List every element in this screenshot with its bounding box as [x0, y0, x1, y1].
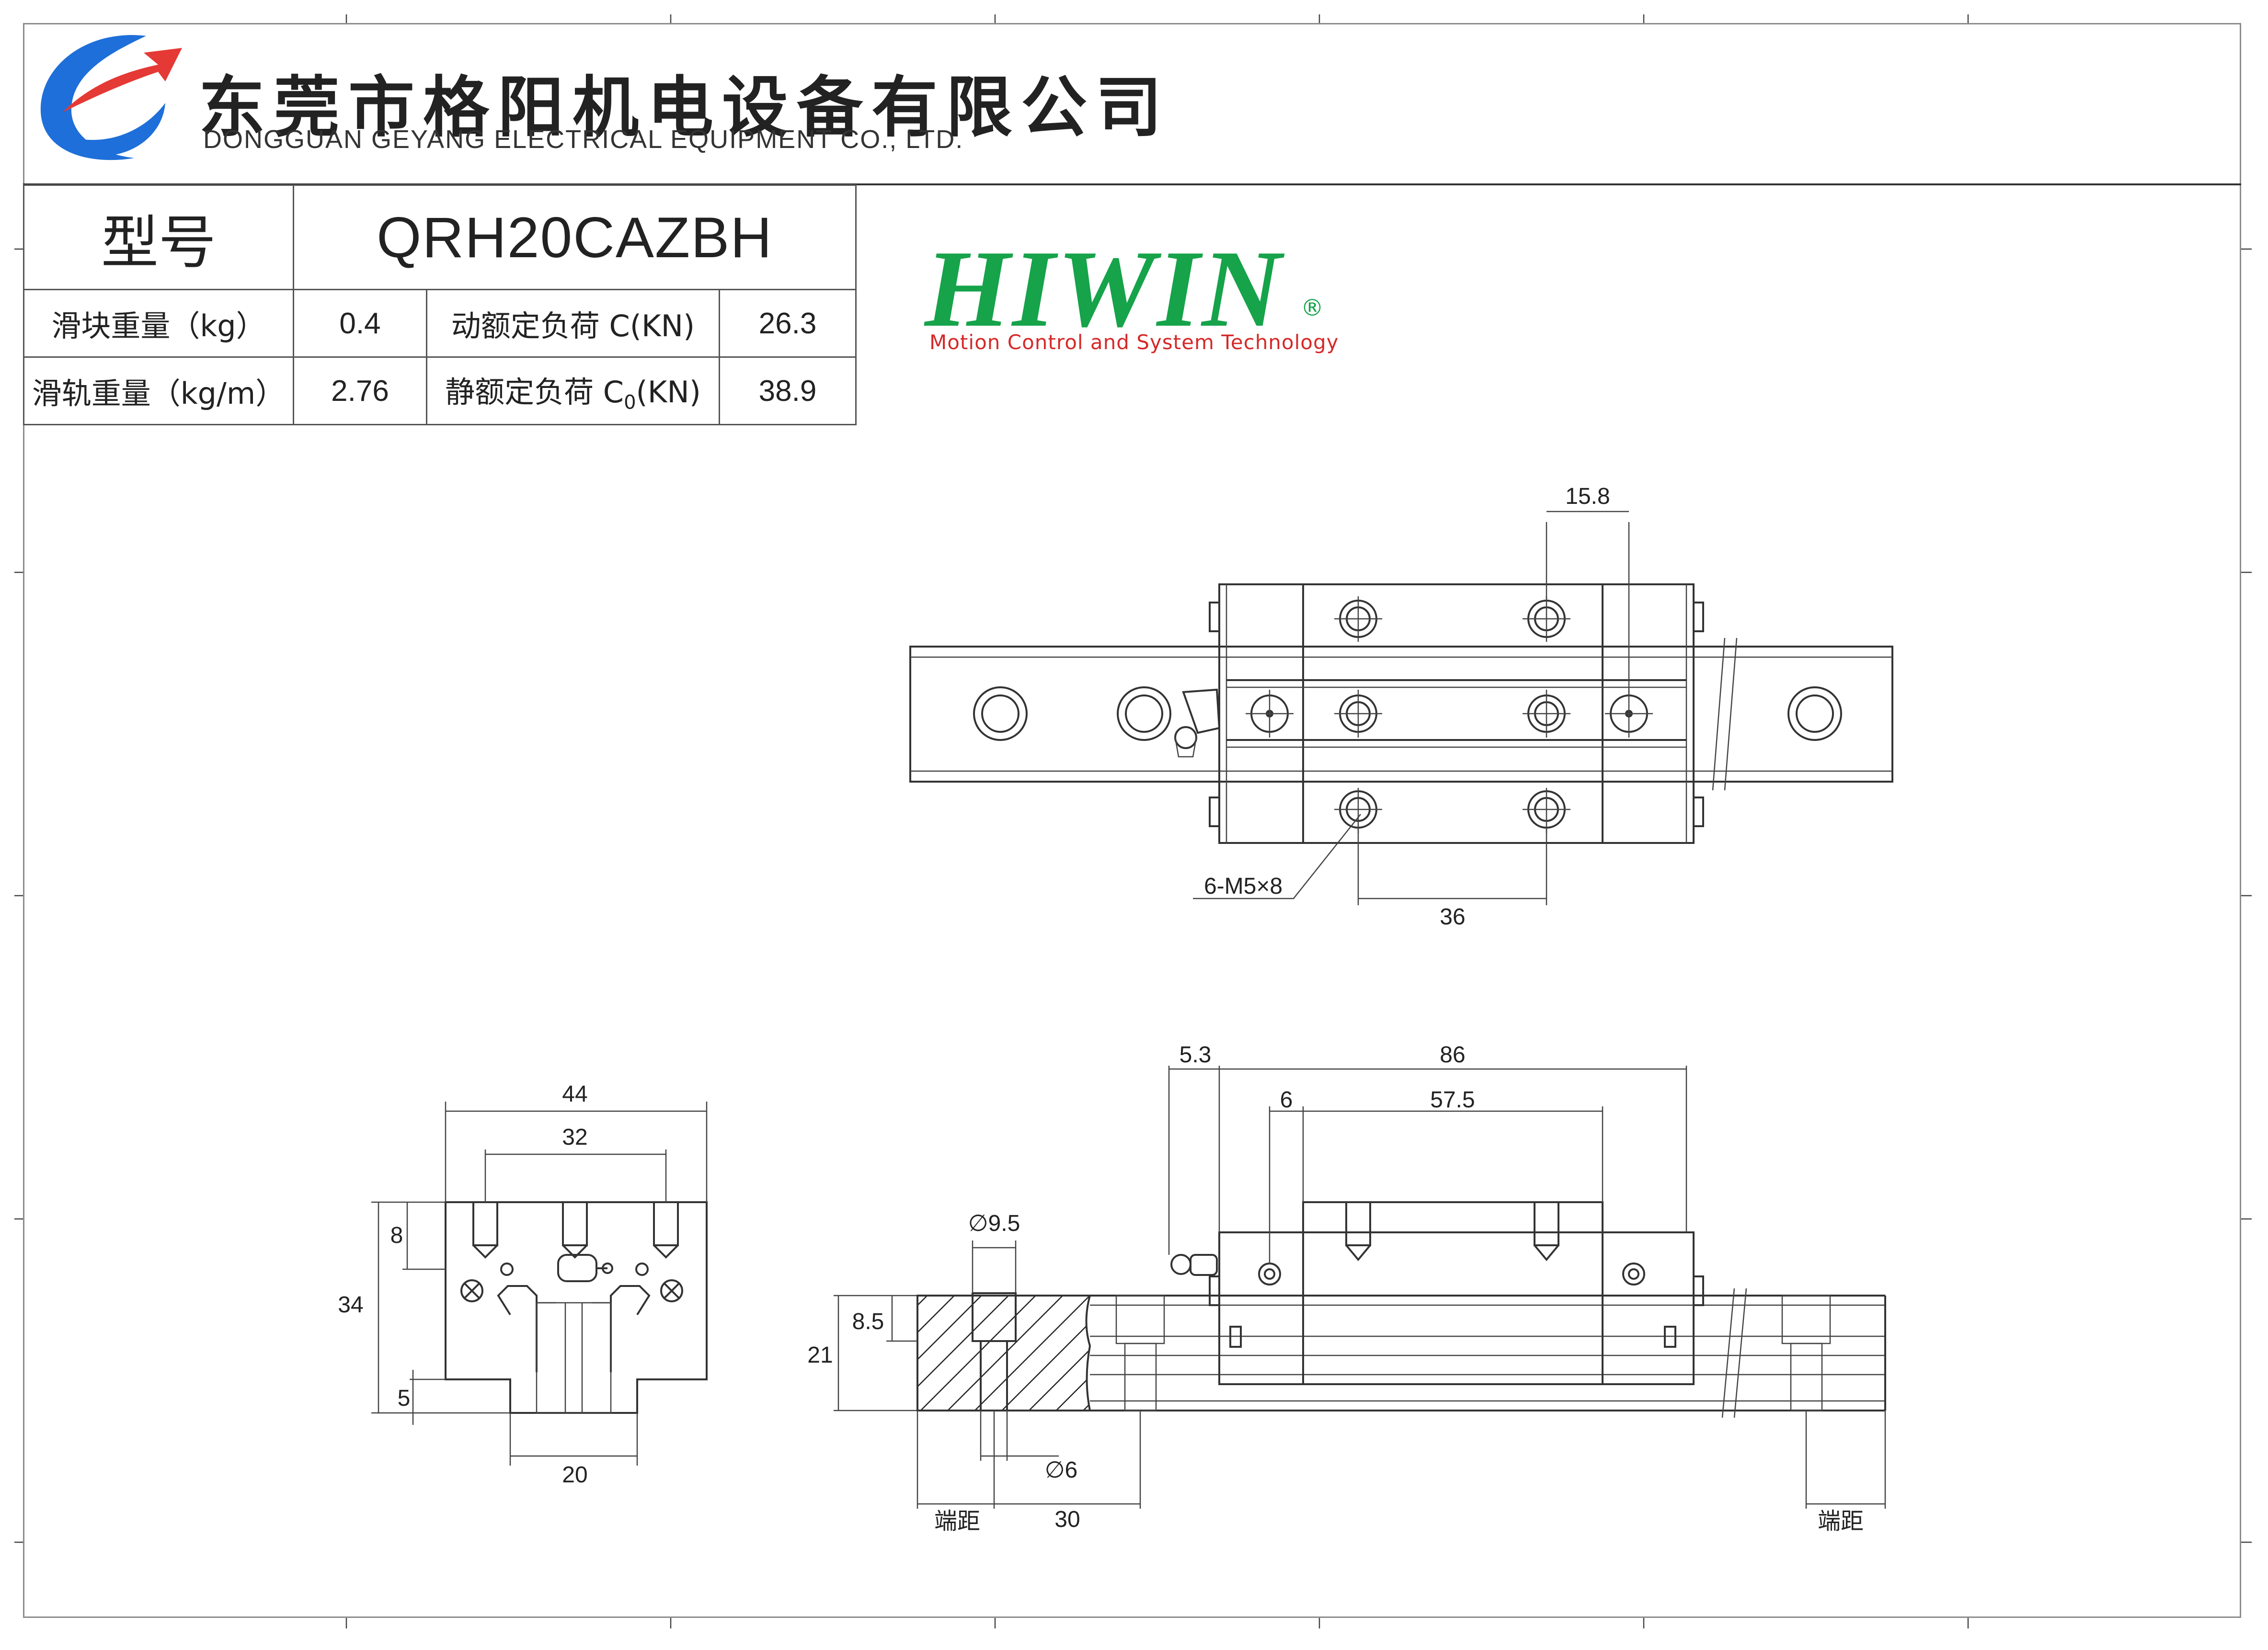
rail-side-holes	[1115, 1295, 1831, 1411]
rail-weight-value: 2.76	[293, 356, 427, 425]
spec-model-row: 型号 QRH20CAZBH	[23, 184, 857, 290]
dim-label-6: 6	[1280, 1087, 1293, 1113]
registered-mark: ®	[1301, 295, 1324, 321]
block-side-outline	[1218, 1231, 1695, 1385]
model-label: 型号	[23, 184, 294, 290]
leader-bolt	[1193, 814, 1361, 899]
dim-label-32: 32	[562, 1125, 587, 1150]
geyang-swoosh-logo-icon	[40, 35, 182, 160]
frame-ticks	[14, 14, 2252, 1628]
dim-label-5-3: 5.3	[1180, 1042, 1212, 1068]
company-name-en: DONGGUAN GEYANG ELECTRICAL EQUIPMENT CO.…	[203, 125, 964, 154]
dim-label-57-5: 57.5	[1430, 1087, 1475, 1113]
static-load-suffix: (KN)	[636, 375, 701, 410]
side-view: 5.3 86 6 57.5 ∅9.5 21 8.5 ∅6 端距 30 端距	[807, 1042, 1886, 1534]
block-weight-label: 滑块重量（kg）	[23, 289, 294, 358]
side-dimension-lines	[834, 1066, 1886, 1509]
dim-label-8: 8	[390, 1223, 403, 1248]
block-tapped-holes	[1250, 600, 1648, 829]
dim-label-bolt-hole: ∅6	[1045, 1457, 1078, 1483]
dim-label-bolt: 6-M5×8	[1204, 874, 1283, 899]
hiwin-logo: HIWIN	[925, 228, 1283, 350]
static-load-label: 静额定负荷 C0(KN)	[426, 356, 720, 425]
block-side-tapped-holes	[1258, 1201, 1645, 1286]
block-body	[1302, 583, 1604, 844]
dim-hole-pitch-bottom	[1357, 829, 1547, 905]
dim-label-34: 34	[338, 1292, 363, 1318]
dim-label-36: 36	[1440, 904, 1465, 930]
dim-label-end-distance-right: 端距	[1818, 1509, 1864, 1534]
grease-nipple-icon	[1174, 688, 1221, 758]
dim-label-21: 21	[807, 1343, 833, 1368]
rail-section-hatched	[917, 1296, 1090, 1411]
spec-table: 型号 QRH20CAZBH 滑块重量（kg） 0.4 动额定负荷 C(KN) 2…	[23, 184, 857, 425]
hiwin-tagline: Motion Control and System Technology	[929, 330, 1339, 354]
hole-centerlines	[1246, 596, 1653, 833]
rail-top	[909, 646, 1893, 783]
top-view: 15.8 36 6-M5×8	[909, 484, 1893, 930]
dim-label-8-5: 8.5	[852, 1309, 884, 1334]
dim-label-end-distance-left: 端距	[934, 1509, 980, 1534]
dim-end-width	[371, 1102, 708, 1466]
dim-label-5: 5	[398, 1386, 411, 1411]
company-name-cn: 东莞市格阳机电设备有限公司	[199, 69, 1171, 146]
rail-weight-label: 滑轨重量（kg/m）	[23, 356, 294, 425]
rail-mount-hole	[1787, 686, 1842, 741]
block-side-body	[1302, 1201, 1604, 1385]
dim-label-44: 44	[562, 1081, 587, 1107]
block-weight-value: 0.4	[293, 289, 427, 358]
dim-label-86: 86	[1440, 1042, 1465, 1068]
spec-row: 滑块重量（kg） 0.4 动额定负荷 C(KN) 26.3	[23, 289, 857, 358]
model-value: QRH20CAZBH	[293, 184, 857, 290]
dim-label-30: 30	[1054, 1507, 1080, 1532]
static-load-value: 38.9	[719, 356, 857, 425]
dynamic-load-label: 动额定负荷 C(KN)	[426, 289, 720, 358]
end-seal-screws	[460, 1263, 683, 1302]
rail-mount-hole	[1117, 686, 1171, 741]
grease-nipple-end-icon	[557, 1254, 613, 1282]
rail-mount-hole	[973, 686, 1028, 741]
dim-label-15-8: 15.8	[1565, 484, 1610, 509]
dim-label-20: 20	[562, 1462, 587, 1488]
dim-label-counterbore: ∅9.5	[968, 1211, 1020, 1236]
spec-row: 滑轨重量（kg/m） 2.76 静额定负荷 C0(KN) 38.9	[23, 356, 857, 425]
dim-hole-pitch-top	[1546, 511, 1630, 694]
static-load-sub: 0	[624, 391, 636, 414]
drawing-frame	[23, 23, 2241, 1618]
static-load-prefix: 静额定负荷 C	[445, 375, 624, 410]
block-end-outline	[445, 1201, 708, 1414]
dynamic-load-value: 26.3	[719, 289, 857, 358]
grease-nipple-side-icon	[1170, 1254, 1218, 1276]
end-view: 44 32 34 8 5 20	[338, 1081, 708, 1488]
end-mount-holes	[472, 1201, 679, 1259]
